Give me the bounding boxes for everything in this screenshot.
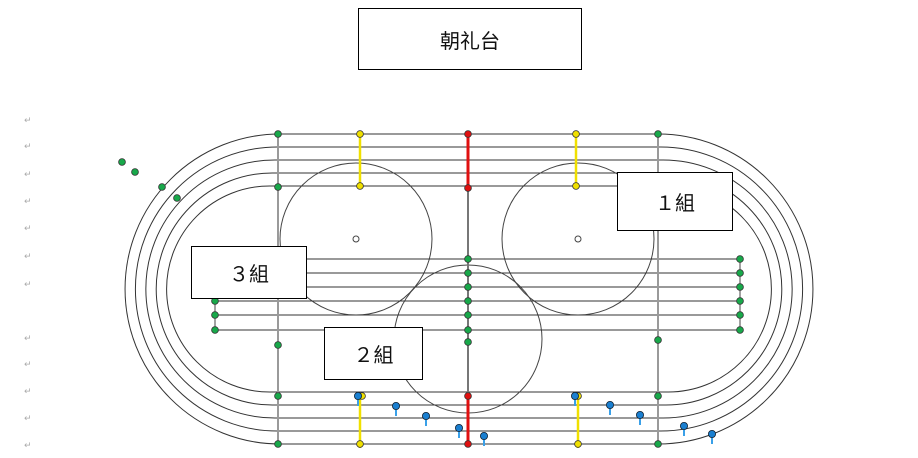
paragraph-mark: ↵ xyxy=(24,142,32,152)
marker-red xyxy=(464,392,472,400)
marker-green xyxy=(736,311,744,319)
paragraph-mark: ↵ xyxy=(24,414,32,424)
marker-blue xyxy=(391,401,400,410)
marker-green xyxy=(158,183,166,191)
stage-label: 朝礼台 xyxy=(440,28,500,53)
paragraph-mark: ↵ xyxy=(24,280,32,290)
paragraph-mark: ↵ xyxy=(24,197,32,207)
paragraph-mark: ↵ xyxy=(24,334,32,344)
marker-blue xyxy=(636,410,645,419)
paragraph-mark: ↵ xyxy=(24,360,32,370)
marker-green xyxy=(274,183,282,191)
marker-green xyxy=(274,392,282,400)
marker-green xyxy=(736,255,744,263)
marker-yellow xyxy=(572,182,580,190)
marker-yellow xyxy=(572,130,580,138)
marker-green xyxy=(464,283,472,291)
group-3-label-box: ３組 xyxy=(191,246,307,299)
paragraph-mark: ↵ xyxy=(24,387,32,397)
paragraph-mark: ↵ xyxy=(24,441,32,451)
marker-green xyxy=(464,326,472,334)
stage-label-box: 朝礼台 xyxy=(358,8,582,70)
marker-blue xyxy=(454,423,463,432)
group-1-label-box: １組 xyxy=(617,172,733,231)
marker-green xyxy=(654,440,662,448)
marker-green xyxy=(654,392,662,400)
marker-green xyxy=(464,269,472,277)
marker-yellow xyxy=(574,440,582,448)
marker-green xyxy=(464,297,472,305)
group-3-label: ３組 xyxy=(229,262,269,286)
marker-green xyxy=(654,130,662,138)
center-point-left xyxy=(352,235,360,243)
paragraph-mark: ↵ xyxy=(24,116,32,126)
marker-red xyxy=(464,440,472,448)
marker-blue xyxy=(606,400,615,409)
marker-blue xyxy=(353,391,362,400)
track-lane-4 xyxy=(155,172,783,406)
marker-green xyxy=(464,338,472,346)
marker-red xyxy=(464,184,472,192)
marker-green xyxy=(464,255,472,263)
marker-green xyxy=(736,269,744,277)
marker-green xyxy=(274,341,282,349)
marker-blue xyxy=(479,431,488,440)
marker-yellow xyxy=(356,130,364,138)
marker-green xyxy=(173,194,181,202)
marker-blue xyxy=(680,421,689,430)
marker-green xyxy=(131,168,139,176)
marker-blue xyxy=(708,429,717,438)
paragraph-mark: ↵ xyxy=(24,224,32,234)
marker-green xyxy=(736,326,744,334)
marker-green xyxy=(211,326,219,334)
marker-red xyxy=(464,130,472,138)
marker-green xyxy=(464,311,472,319)
position-markers xyxy=(118,130,744,448)
group-2-label-box: ２組 xyxy=(324,327,423,380)
marker-green xyxy=(211,311,219,319)
paragraph-mark: ↵ xyxy=(24,252,32,262)
marker-green xyxy=(736,297,744,305)
paragraph-mark: ↵ xyxy=(24,170,32,180)
group-1-label: １組 xyxy=(655,191,695,215)
marker-green xyxy=(274,440,282,448)
track-lane-2 xyxy=(134,146,804,432)
marker-yellow xyxy=(356,182,364,190)
marker-yellow xyxy=(356,440,364,448)
marker-blue xyxy=(421,411,430,420)
marker-green xyxy=(736,283,744,291)
marker-green xyxy=(118,158,126,166)
marker-green xyxy=(274,130,282,138)
marker-blue xyxy=(571,391,580,400)
marker-green xyxy=(654,336,662,344)
center-point-right xyxy=(574,235,582,243)
group-2-label: ２組 xyxy=(353,343,394,367)
track-lane-3 xyxy=(145,159,793,419)
track-lane-5 xyxy=(166,185,772,393)
